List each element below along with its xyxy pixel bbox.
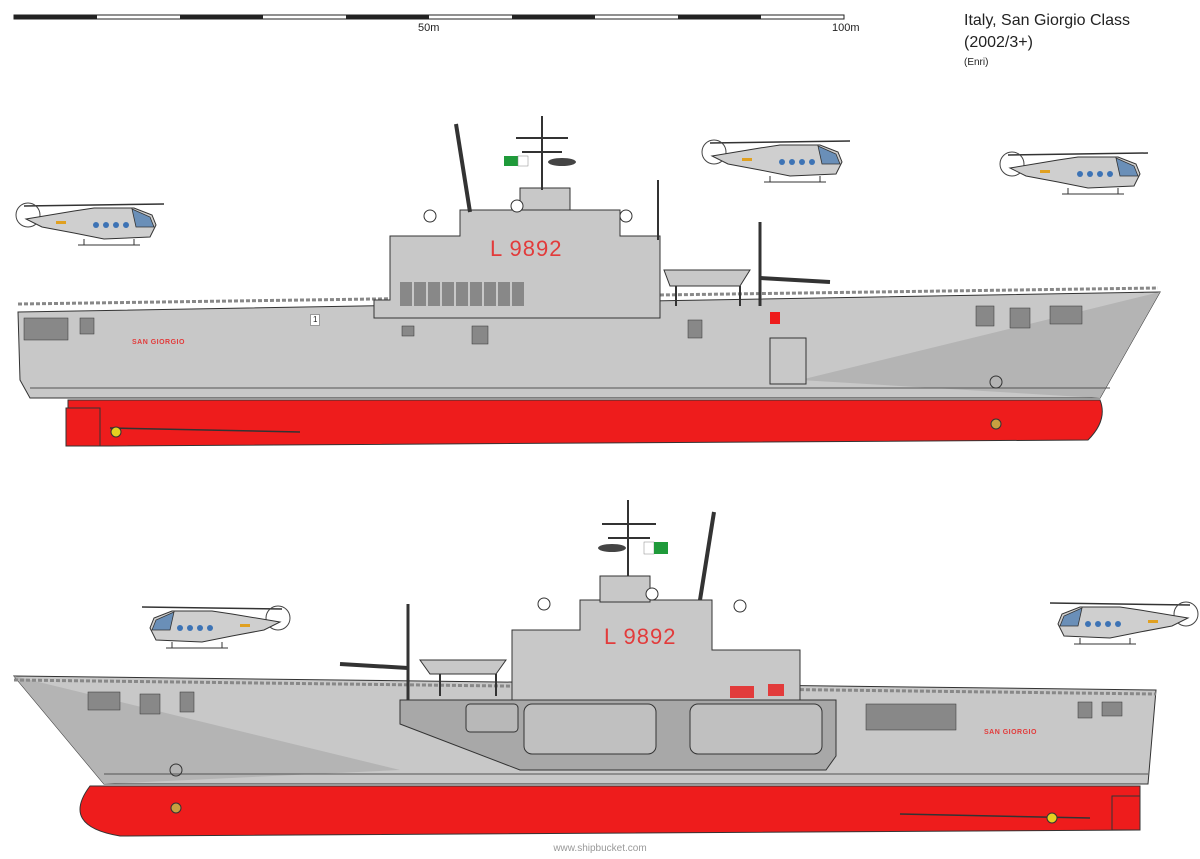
helicopter-bottom-right [1049,601,1199,645]
helicopter-bottom-left [141,605,291,649]
pennant-marker: 1 [310,314,321,326]
scale-label-50m: 50m [418,22,440,34]
ship-name-top: SAN GIORGIO [132,339,185,346]
helicopter-top-center [701,139,851,183]
scale-label-100m: 100m [832,22,860,34]
scale-bar [13,14,845,20]
title-line-1: Italy, San Giorgio Class [964,12,1130,29]
drawing-title: Italy, San Giorgio Class (2002/3+) (Enri… [964,10,1130,70]
author-credit: (Enri) [964,57,989,68]
title-line-2: (2002/3+) [964,34,1033,51]
helicopter-top-left [15,202,165,246]
ship-profile-top [17,116,1161,447]
helicopter-top-right [999,151,1149,195]
ship-name-bottom: SAN GIORGIO [984,729,1037,736]
ship-profile-bottom [12,500,1157,837]
hull-number-bottom: L 9892 [604,624,677,649]
hull-number-top: L 9892 [490,236,563,261]
watermark: www.shipbucket.com [553,843,647,854]
